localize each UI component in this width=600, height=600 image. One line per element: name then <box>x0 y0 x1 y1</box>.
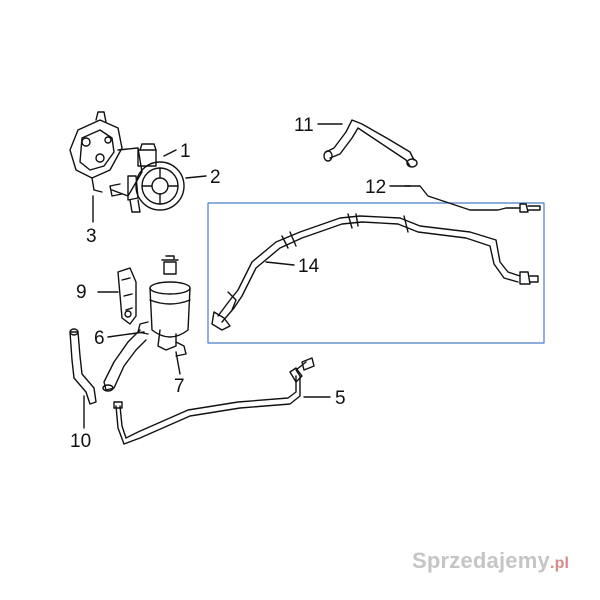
callout-11: 11 <box>294 115 314 136</box>
bracket-9 <box>117 267 137 325</box>
power-steering-pump <box>69 111 185 213</box>
callout-12: 12 <box>365 177 386 198</box>
hose-6 <box>103 329 147 391</box>
callout-2: 2 <box>210 167 221 188</box>
tube-12 <box>404 185 521 211</box>
hose-11 <box>325 119 415 161</box>
tube-5 <box>115 361 307 445</box>
hose-10 <box>69 331 97 405</box>
callout-1: 1 <box>180 141 191 162</box>
callout-10: 10 <box>70 431 91 452</box>
callout-7: 7 <box>174 376 185 397</box>
hose-14 <box>217 215 521 317</box>
callout-9: 9 <box>76 282 87 303</box>
watermark-text: Sprzedajemy <box>412 548 550 573</box>
callout-5: 5 <box>335 388 346 409</box>
hose-14-frame <box>207 202 545 344</box>
callout-14: 14 <box>298 256 320 277</box>
callout-3: 3 <box>86 226 97 247</box>
callout-6: 6 <box>94 328 105 349</box>
watermark-suffix: .pl <box>549 555 570 572</box>
reservoir-7 <box>137 255 191 357</box>
watermark: Sprzedajemy.pl <box>412 548 569 574</box>
